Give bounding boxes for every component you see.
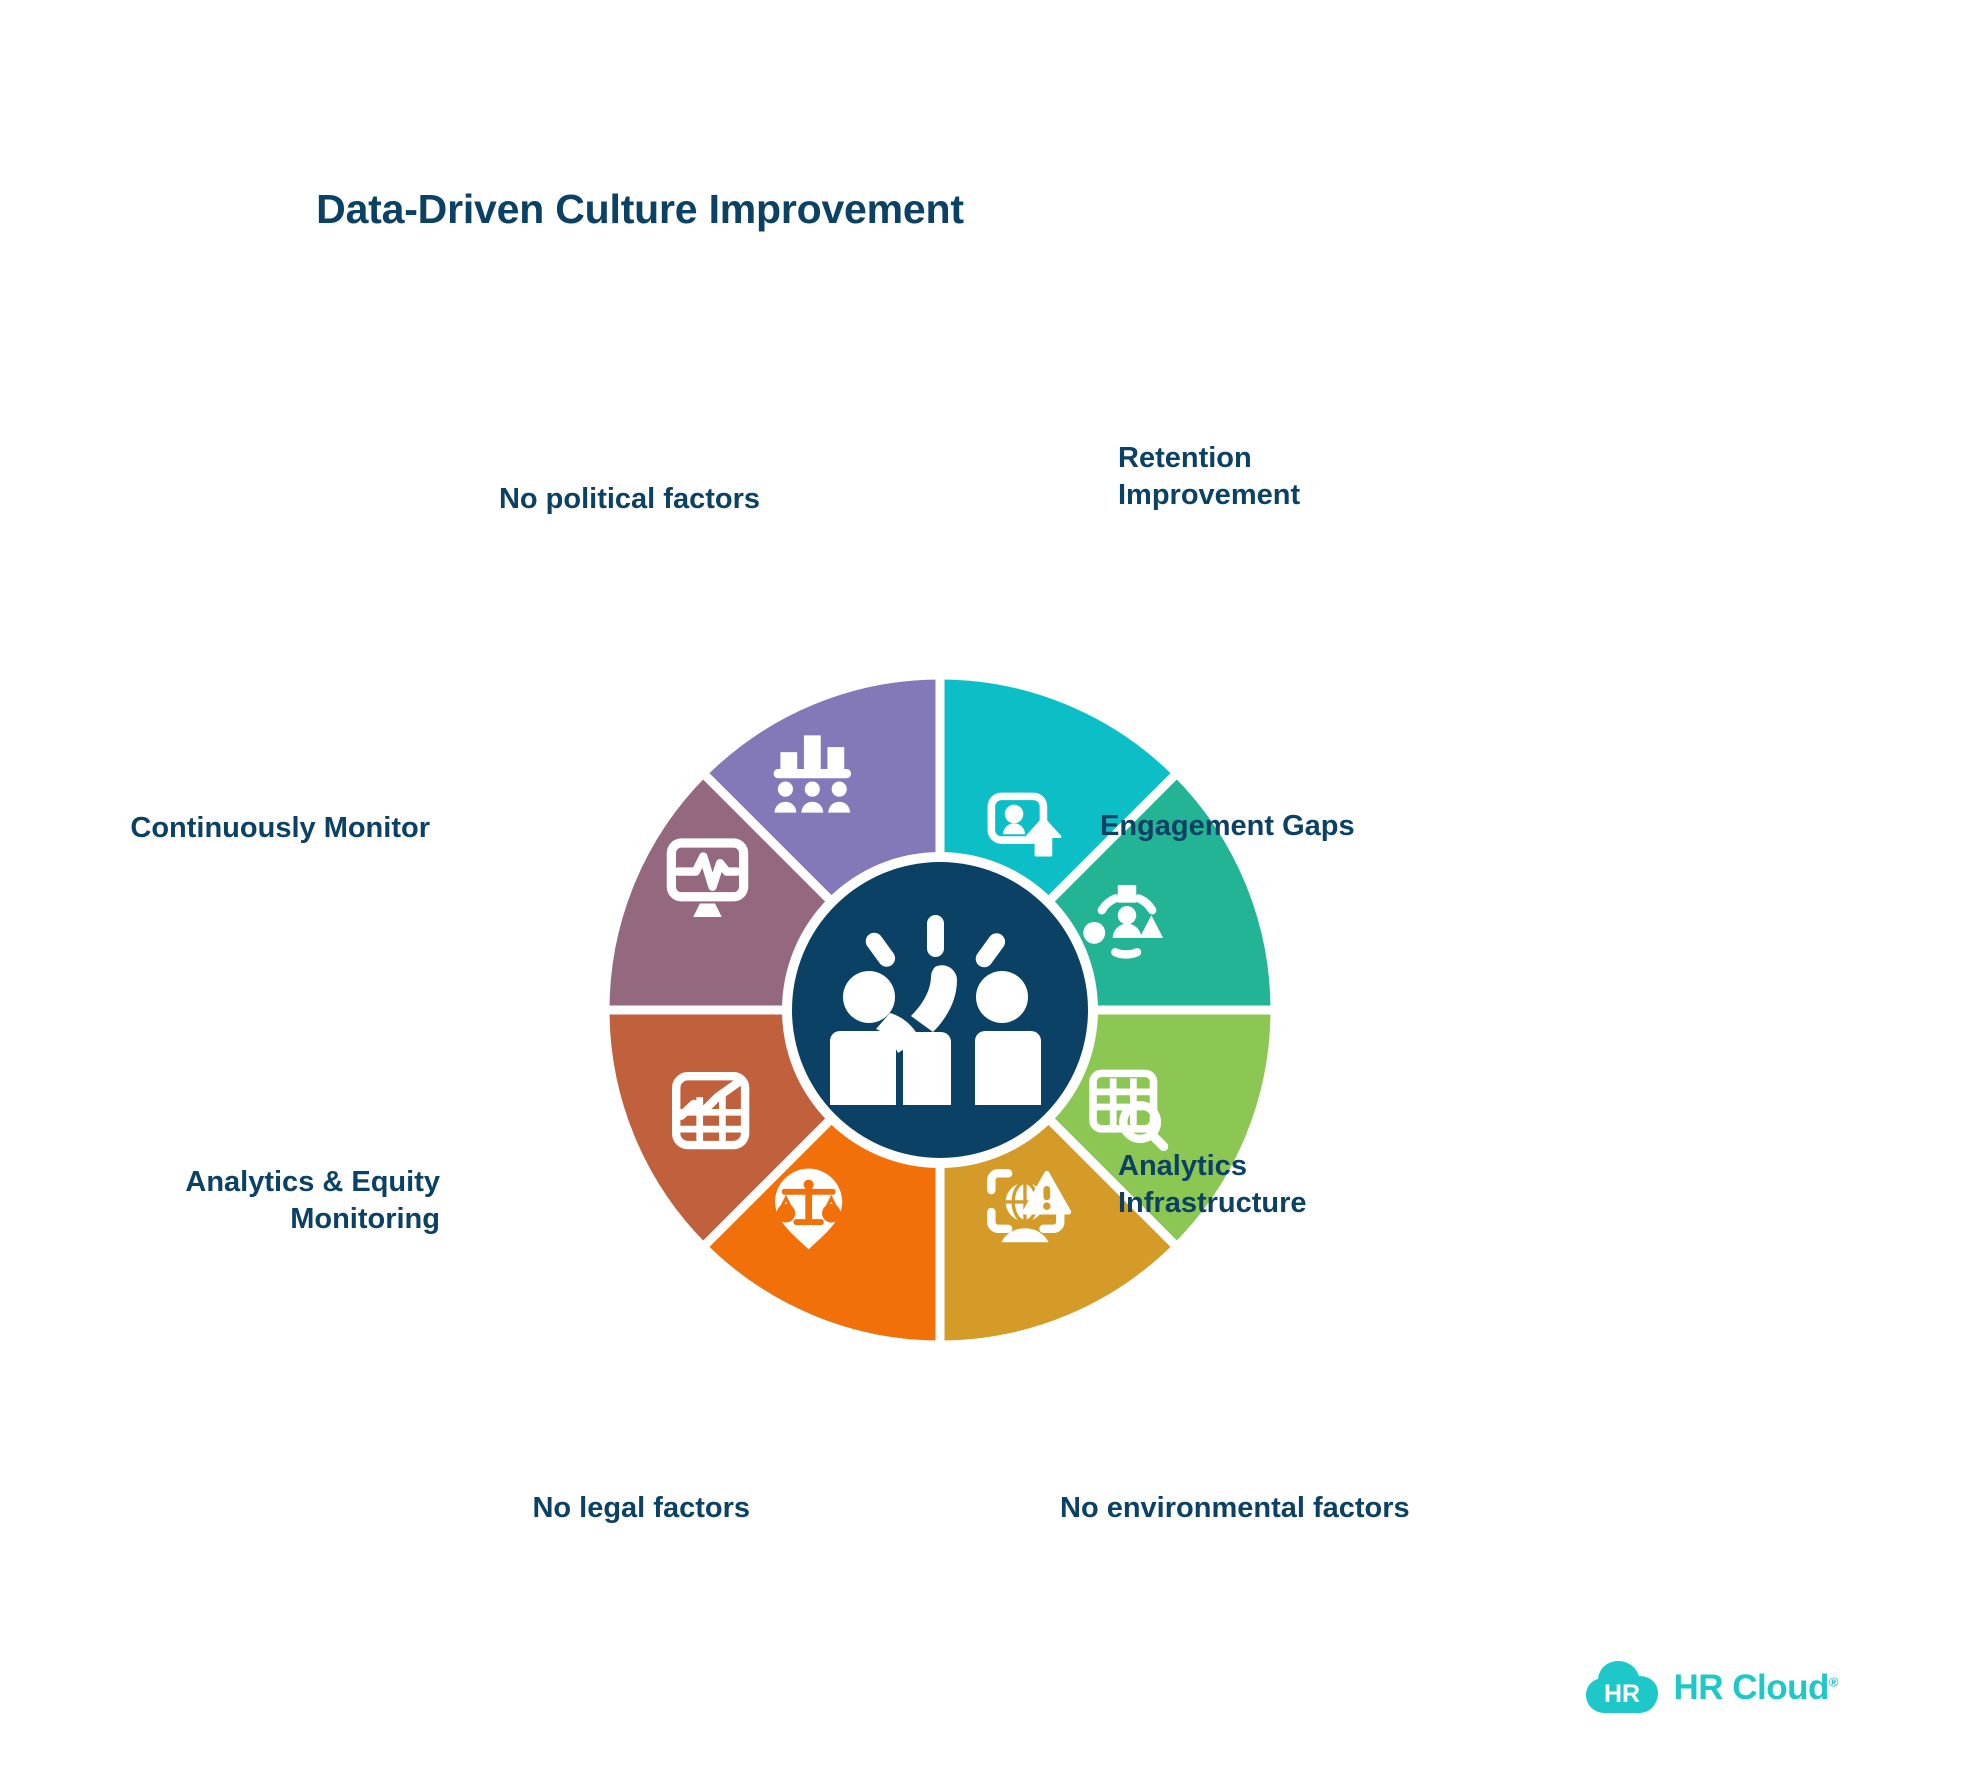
brand-name: HR Cloud®	[1673, 1668, 1838, 1708]
brand-logo: HR HR Cloud®	[1585, 1660, 1839, 1716]
segment-label-continuously-monitor: Continuously Monitor	[130, 812, 430, 844]
segment-label-retention-improvement: Retention Improvement	[1118, 442, 1301, 511]
segment-label-no-legal-factors: No legal factors	[532, 1492, 750, 1524]
page-title: Data-Driven Culture Improvement	[316, 186, 964, 232]
segment-label-engagement-gaps: Engagement Gaps	[1100, 810, 1355, 842]
hub[interactable]	[782, 852, 1098, 1168]
trademark-symbol: ®	[1828, 1674, 1839, 1690]
segment-label-no-environmental-factors: No environmental factors	[1060, 1492, 1410, 1524]
segment-label-analytics-infrastructure: Analytics Infrastructure	[1118, 1150, 1307, 1219]
segment-label-no-political-factors: No political factors	[498, 483, 760, 515]
culture-improvement-wheel	[440, 510, 1440, 1510]
hr-cloud-mark-icon: HR	[1586, 1661, 1659, 1713]
brand-name-text: HR Cloud	[1673, 1668, 1829, 1707]
brand-mark-text: HR	[1604, 1680, 1640, 1708]
segment-label-analytics-equity-monitoring: Analytics & Equity Monitoring	[185, 1166, 440, 1235]
wheel-svg	[600, 670, 1280, 1350]
